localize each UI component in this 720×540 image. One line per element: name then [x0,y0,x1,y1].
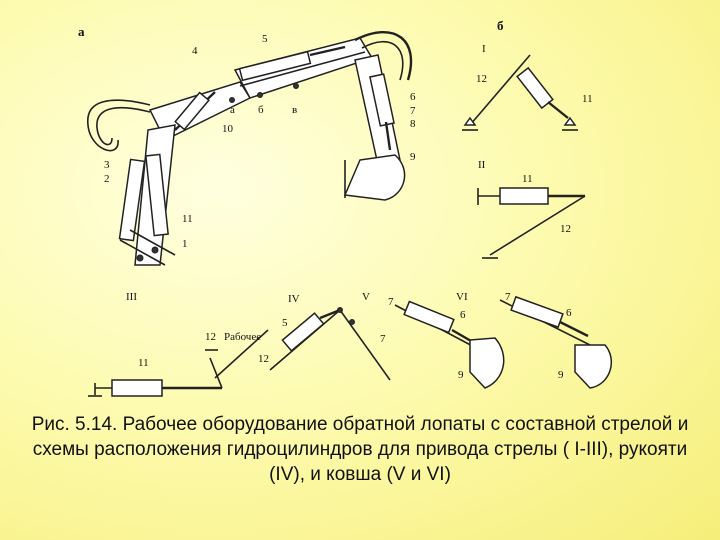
scheme-IV-label-7: 7 [380,333,386,345]
scheme-V-label-9: 9 [458,369,464,381]
scheme-V-title: V [362,291,370,303]
scheme-V-label-7: 7 [388,296,394,308]
label-1: 1 [182,238,188,250]
scheme-VI-label-9: 9 [558,369,564,381]
scheme-III-label-top: Рабочее [224,331,261,343]
label-7: 7 [410,105,416,117]
scheme-V-label-6: 6 [460,309,466,321]
panel-b-letter: б [497,18,504,33]
scheme-III-label-11: 11 [138,357,149,369]
scheme-I-drawing [462,54,578,131]
label-2: 2 [104,173,110,185]
scheme-I-label-11: 11 [582,93,593,105]
label-point-b: б [258,104,264,116]
scheme-IV-label-5: 5 [282,317,288,329]
label-9: 9 [410,151,416,163]
panel-a-letter: а [78,24,85,39]
label-point-a: а [230,104,235,116]
label-10: 10 [222,123,234,135]
scheme-VI-drawing [499,295,613,389]
scheme-IV-label-12: 12 [258,353,269,365]
scheme-IV-drawing [269,307,391,381]
label-3: 3 [104,159,110,171]
scheme-I-label-12: 12 [476,73,487,85]
scheme-I-title: I [482,43,486,55]
scheme-VI-label-7: 7 [505,291,511,303]
scheme-II-label-12: 12 [560,223,571,235]
label-point-v: в [292,104,297,116]
figure-caption: Рис. 5.14. Рабочее оборудование обратной… [31,414,689,485]
panel-a-drawing [87,30,413,266]
label-6: 6 [410,91,416,103]
label-8: 8 [410,118,416,130]
scheme-III-title: III [126,291,137,303]
scheme-II-drawing [477,187,586,259]
scheme-IV-title: IV [288,293,300,305]
excavator-diagram: а 4 5 6 7 8 9 10 11 1 3 2 а б в б I 12 1… [78,18,613,397]
scheme-III-drawing [88,329,269,397]
scheme-II-title: II [478,159,486,171]
scheme-III-label-12: 12 [205,331,216,343]
scheme-V-drawing [394,300,505,389]
scheme-VI-label-6: 6 [566,307,572,319]
scheme-VI-title: VI [456,291,468,303]
label-5: 5 [262,33,268,45]
label-11: 11 [182,213,193,225]
label-4: 4 [192,45,198,57]
scheme-II-label-11: 11 [522,173,533,185]
